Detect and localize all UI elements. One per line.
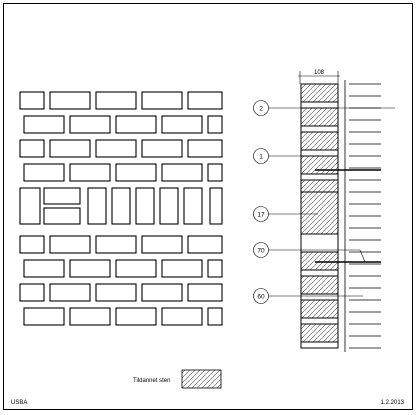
brick [207,259,223,278]
footer-left: USBA [11,400,27,406]
section-bricks [300,83,339,349]
soldier-brick [183,187,203,225]
brick [95,139,137,158]
wall-ties [315,169,381,263]
brick [95,91,137,110]
footer-right: 1.2.2013 [381,400,405,406]
section-cavity-lines [344,80,381,352]
brick [43,207,81,225]
brick [69,259,111,278]
brick [95,235,137,254]
brick [161,163,203,182]
brick [19,91,45,110]
svg-text:1: 1 [259,154,263,161]
brick [141,235,183,254]
brick [49,139,91,158]
legend-label: Tildannet sten [133,378,170,384]
soldier-brick [135,187,155,225]
brick [187,91,223,110]
dimension-label: 108 [314,70,325,76]
brick [69,163,111,182]
brick [19,283,45,302]
brick [209,187,223,225]
brick [115,307,157,326]
section-brick [300,299,339,319]
brick [43,187,81,205]
svg-text:2: 2 [259,106,263,113]
brick [187,283,223,302]
brick [23,259,65,278]
soldier-brick [111,187,131,225]
section-brick [300,131,339,151]
callout-1: 1 [253,148,318,164]
brick [161,307,203,326]
callout-17: 17 [253,206,318,222]
brick [115,115,157,134]
section-brick [300,107,339,127]
brick [69,307,111,326]
brick [207,115,223,134]
brick [19,235,45,254]
soldier-brick [87,187,107,225]
brick [187,235,223,254]
callout-60: 60 [253,288,363,304]
brick [49,235,91,254]
callout-2: 2 [253,100,395,116]
dimension-108 [298,71,340,84]
brick [207,307,223,326]
section-brick [300,251,339,271]
wall-elevation [19,91,223,326]
brick [161,259,203,278]
brick [161,115,203,134]
brick [23,115,65,134]
brick [115,259,157,278]
brick [141,283,183,302]
callouts: 2 1 17 70 60 [253,100,395,304]
section-brick [300,155,339,175]
brick [95,283,137,302]
section-brick-large [300,191,339,235]
svg-text:70: 70 [257,248,265,255]
svg-text:17: 17 [257,212,265,219]
brick [187,139,223,158]
svg-text:60: 60 [257,294,265,301]
brick [141,91,183,110]
soldier-brick [159,187,179,225]
section-brick [300,275,339,295]
section-brick [300,83,339,103]
wall-section: 108 [298,70,381,352]
brick [23,307,65,326]
brick [115,163,157,182]
legend: Tildannet sten [133,369,222,389]
brick [207,163,223,182]
brick [49,91,91,110]
section-brick [300,323,339,343]
sheet-border [3,3,413,410]
brick [19,187,41,225]
brick [141,139,183,158]
brick [19,139,45,158]
brick [23,163,65,182]
legend-hatch-swatch [181,369,222,389]
brick [69,115,111,134]
brick [49,283,91,302]
callout-70: 70 [253,242,366,263]
